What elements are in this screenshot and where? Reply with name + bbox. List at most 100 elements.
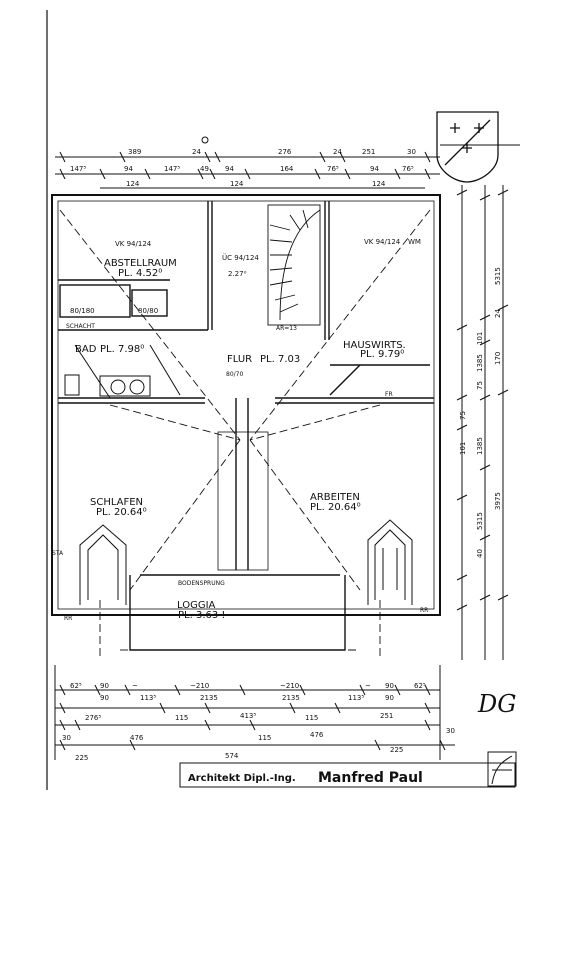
dim-bottom-1-7: 62⁵ (414, 682, 426, 690)
annotation-uc: ÜC 94/124 (222, 253, 259, 262)
dim-top-3-0: 124 (126, 180, 140, 188)
right-dimension-lines (456, 185, 509, 660)
dim-bottom-4-1: 476 (130, 734, 144, 742)
dim-right-inner-6: 5315 (476, 512, 484, 530)
bottom-dimension-lines (54, 665, 455, 760)
annotation-bodensprung: BODENSPRUNG (178, 580, 225, 587)
dim-bottom-3-4: 251 (380, 712, 393, 720)
annotation-tub-left: 80/180 (70, 307, 95, 315)
loggia-outline (129, 431, 346, 651)
dim-bottom-5-1: 574 (225, 752, 239, 760)
dim-bottom-4-2: 115 (258, 734, 271, 742)
dim-right-outer-2: 170 (494, 352, 502, 365)
annotation-uc-value: 2.27⁰ (228, 270, 247, 278)
room-area-flur: PL. 7.03 (260, 354, 300, 365)
room-area-hauswirts: PL. 9.79⁰ (360, 349, 404, 360)
annotation-wm: WM (408, 238, 421, 246)
dim-right-outer-1: 24 (494, 309, 502, 318)
inner-walls (58, 201, 434, 570)
dim-top-1-1: 24 (192, 148, 201, 156)
room-label-schlafen: SCHLAFEN (90, 497, 143, 508)
annotation-rr-right: RR (420, 607, 428, 614)
staircase (267, 204, 321, 326)
dim-right-inner-7: 40 (476, 549, 484, 558)
room-label-arbeiten: ARBEITEN (310, 492, 360, 503)
dim-right-inner-4: 101 (459, 442, 467, 455)
room-label-abstellraum: ABSTELLRAUM (104, 258, 177, 269)
room-area-bad: PL. 7.98⁰ (100, 344, 144, 355)
dim-top-1-4: 251 (362, 148, 375, 156)
dim-right-outer-0: 5315 (494, 267, 502, 285)
dim-bottom-1-1: 90 (100, 682, 109, 690)
stamp-ornament-icon (487, 751, 517, 787)
top-dimension-lines (55, 136, 520, 189)
dim-top-1-0: 389 (128, 148, 141, 156)
dim-bottom-1-6: 90 (385, 682, 394, 690)
right-dims-outer: 5315 24 170 3975 (494, 267, 502, 510)
stamp-name: Manfred Paul (318, 770, 423, 786)
dim-bottom-1-0: 62⁵ (70, 682, 82, 690)
dim-top-3-2: 124 (372, 180, 386, 188)
annotation-vk-left: VK 94/124 (115, 240, 152, 248)
dim-right-outer-3: 3975 (494, 492, 502, 510)
dim-bottom-2-4: 113⁵ (348, 694, 364, 702)
room-area-loggia: PL. 3.63 ! (178, 610, 225, 621)
dim-bottom-5-0: 225 (75, 754, 88, 762)
dim-bottom-1-3: ~210 (190, 682, 209, 690)
dim-top-1-2: 276 (278, 148, 292, 156)
room-area-arbeiten: PL. 20.64⁰ (310, 502, 361, 513)
room-label-loggia: LOGGIA (177, 600, 216, 611)
dim-top-2-3: 49 (200, 165, 209, 173)
dim-bottom-2-5: 90 (385, 694, 394, 702)
room-area-abstellraum: PL. 4.52⁰ (118, 268, 162, 279)
floor-label: DG (477, 690, 516, 718)
annotation-vk-right: VK 94/124 (364, 238, 401, 246)
dim-right-inner-2: 75 (476, 381, 484, 390)
bathroom-fixtures (64, 344, 181, 399)
annotation-flur-box: 80/70 (226, 371, 243, 378)
dim-bottom-1-5: ~ (365, 682, 371, 690)
dim-right-inner-5: 1385 (476, 437, 484, 455)
dim-bottom-4-3: 476 (310, 731, 324, 739)
dim-top-2-8: 76⁵ (402, 165, 414, 173)
annotation-tub-right: 80/80 (138, 307, 158, 315)
dim-top-2-6: 76⁵ (327, 165, 339, 173)
dim-bottom-2-1: 113⁵ (140, 694, 156, 702)
right-dims-inner: 101 1385 75 75 101 1385 5315 40 (459, 332, 484, 558)
room-area-schlafen: PL. 20.64⁰ (96, 507, 147, 518)
annotation-sta: STA (52, 550, 64, 557)
dim-bottom-3-0: 276⁵ (85, 714, 101, 722)
crest-emblem-icon (436, 111, 499, 183)
dim-top-3-1: 124 (230, 180, 244, 188)
dim-top-1-5: 30 (407, 148, 416, 156)
stamp-banner (179, 762, 516, 788)
dim-bottom-1-2: ~ (132, 682, 138, 690)
dim-bottom-4-4: 30 (446, 727, 455, 735)
annotation-fr: FR (385, 391, 393, 398)
dim-top-2-2: 147⁵ (164, 165, 180, 173)
dim-bottom-3-1: 115 (175, 714, 188, 722)
dim-bottom-2-2: 2135 (200, 694, 218, 702)
dim-top-2-7: 94 (370, 165, 379, 173)
dormer-windows (79, 519, 413, 605)
dim-right-inner-0: 101 (476, 332, 484, 345)
dim-bottom-2-0: 90 (100, 694, 109, 702)
dim-top-2-5: 164 (280, 165, 294, 173)
outer-walls (51, 194, 441, 616)
annotation-rr-left: RR (64, 615, 72, 622)
annotation-stair-note: AR=13 (276, 325, 297, 332)
dim-bottom-3-3: 115 (305, 714, 318, 722)
room-label-bad: BAD (75, 344, 97, 355)
dim-right-inner-1: 1385 (476, 354, 484, 372)
dim-right-inner-3: 75 (459, 411, 467, 420)
dim-top-2-1: 94 (124, 165, 133, 173)
dim-top-2-4: 94 (225, 165, 234, 173)
dim-top-1-3: 24 (333, 148, 342, 156)
dim-bottom-5-2: 225 (390, 746, 403, 754)
dim-bottom-3-2: 413⁵ (240, 712, 256, 720)
annotation-schacht: SCHACHT (66, 323, 95, 330)
room-label-flur: FLUR (227, 354, 252, 365)
room-label-hauswirts: HAUSWIRTS. (343, 340, 406, 351)
dim-bottom-2-3: 2135 (282, 694, 300, 702)
